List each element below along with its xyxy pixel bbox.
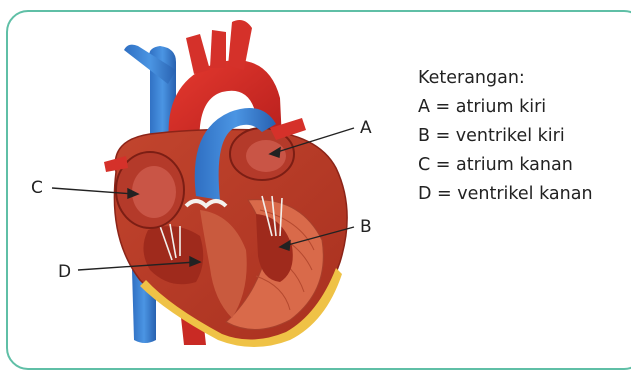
legend-title: Keterangan:	[418, 64, 593, 93]
legend-item-c: C = atrium kanan	[418, 151, 593, 180]
legend-item-b: B = ventrikel kiri	[418, 122, 593, 151]
aorta-branch-2	[210, 30, 226, 68]
label-c: C	[31, 180, 43, 197]
aorta-branch-1	[186, 34, 210, 74]
label-a: A	[360, 120, 372, 137]
legend-item-d: D = ventrikel kanan	[418, 180, 593, 209]
legend-item-a: A = atrium kiri	[418, 93, 593, 122]
legend: Keterangan: A = atrium kiri B = ventrike…	[418, 64, 593, 209]
label-b: B	[360, 219, 372, 236]
label-d: D	[58, 264, 71, 281]
